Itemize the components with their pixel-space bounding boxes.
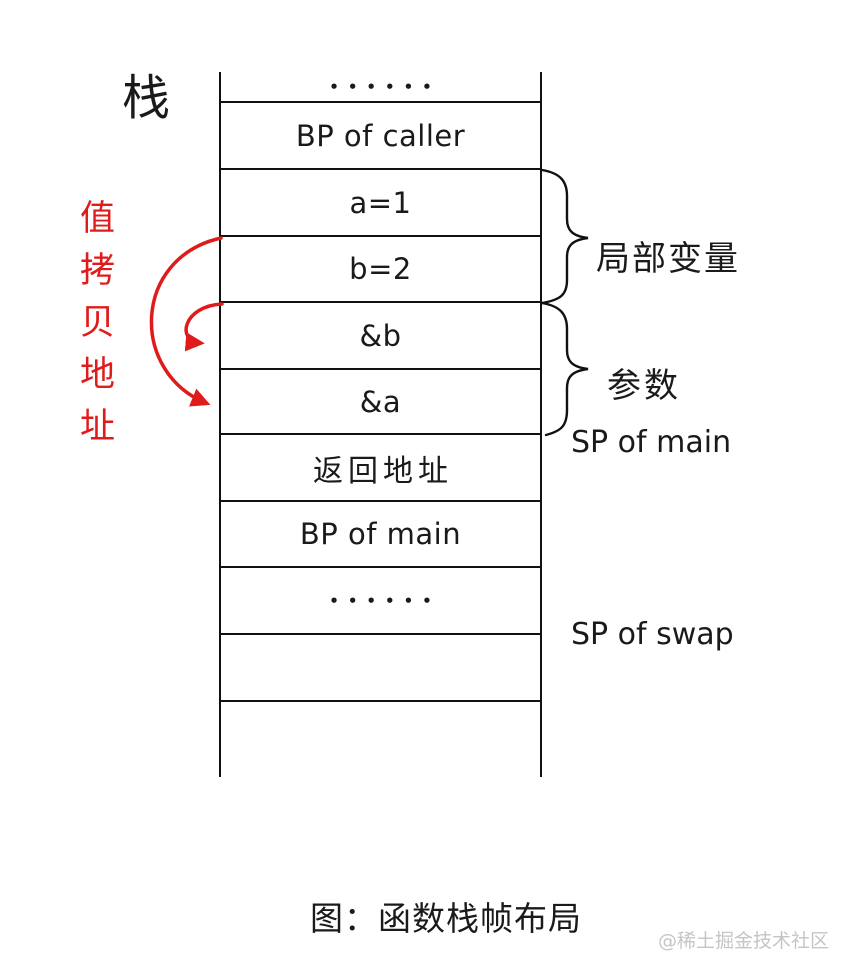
local-vars-label: 局部变量 [596, 239, 740, 279]
value-copy-char: 址 [80, 407, 116, 447]
stack-cell-addr-b: &b [221, 303, 540, 370]
copy-arrow-a [149, 236, 223, 407]
stack-cell-a: a=1 [221, 170, 540, 237]
stack-cell-b: b=2 [221, 237, 540, 303]
copy-arrow-b [184, 302, 224, 352]
figure-caption: 图：函数栈帧布局 [310, 899, 582, 938]
sp-of-main-label: SP of main [571, 425, 732, 460]
stack-column: •••••• BP of caller a=1 b=2 &b &a 返回地址 B… [219, 72, 542, 777]
value-copy-char: 拷 [80, 251, 116, 291]
stack-cell-bp-of-caller: BP of caller [221, 103, 540, 170]
sp-of-swap-label: SP of swap [571, 617, 734, 652]
local-vars-brace [540, 168, 589, 305]
stack-cell-addr-a: &a [221, 370, 540, 435]
stack-cell-return-address: 返回地址 [221, 435, 540, 502]
params-brace [540, 301, 589, 437]
value-copy-char: 值 [80, 199, 116, 239]
stack-cell-bp-of-main: BP of main [221, 502, 540, 568]
stack-cell-ellipsis-top: •••••• [221, 72, 540, 103]
stack-cell-open-bottom [221, 702, 540, 777]
stack-cell-ellipsis-mid: •••••• [221, 568, 540, 635]
watermark: @稀土掘金技术社区 [658, 930, 830, 952]
value-copy-note: 值 拷 贝 地 址 [80, 202, 115, 445]
value-copy-char: 地 [80, 355, 116, 395]
params-label: 参数 [607, 366, 681, 406]
value-copy-char: 贝 [80, 303, 116, 343]
stack-cell-empty [221, 635, 540, 702]
stack-title: 栈 [122, 70, 171, 126]
